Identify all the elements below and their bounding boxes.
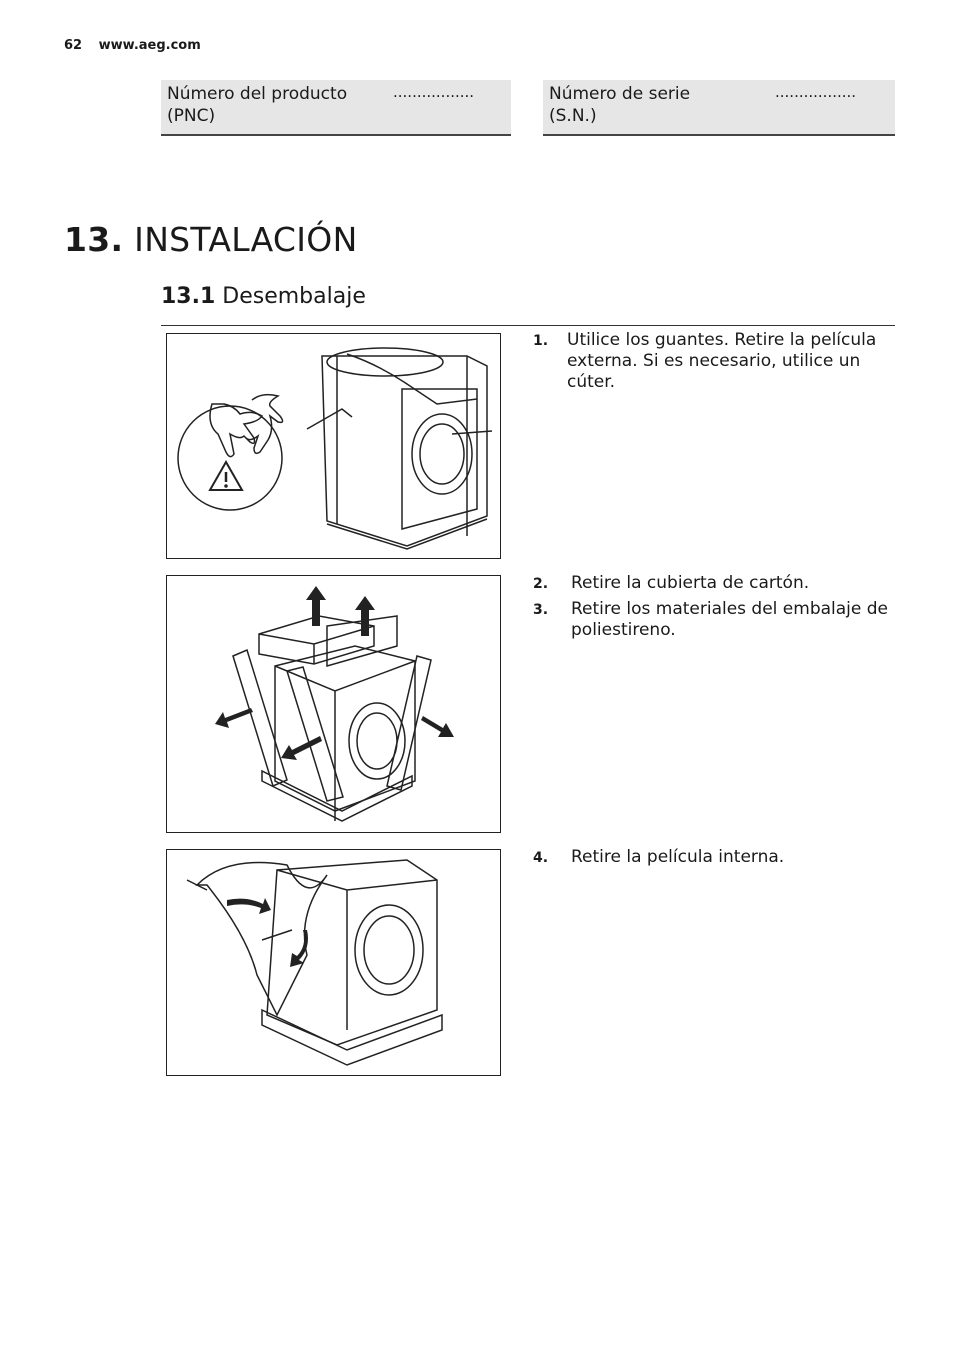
page-number: 62 — [64, 38, 83, 53]
serial-number-field: Número de serie (S.N.) ................. — [543, 80, 895, 136]
product-number-label-abbr: (PNC) — [167, 106, 216, 126]
step-3: 3. Retire los materiales del embalaje de… — [533, 599, 888, 641]
product-number-label: Número del producto — [167, 84, 348, 104]
serial-number-label-abbr: (S.N.) — [549, 106, 597, 126]
subsection-title: 13.1 Desembalaje — [161, 284, 366, 309]
figure-gloves-film — [166, 333, 501, 559]
step-number: 1. — [533, 333, 549, 349]
step-2: 2. Retire la cubierta de cartón. — [533, 573, 888, 594]
divider — [161, 325, 895, 326]
subsection-title-text: Desembalaje — [222, 284, 366, 309]
step-1: 1. Utilice los guantes. Retire la pelícu… — [533, 330, 888, 393]
step-text: Utilice los guantes. Retire la película … — [567, 330, 877, 392]
website-link[interactable]: www.aeg.com — [98, 38, 201, 53]
figure-remove-packaging — [166, 575, 501, 833]
step-text: Retire la película interna. — [571, 847, 785, 867]
product-number-placeholder: ................. — [393, 83, 475, 101]
step-number: 2. — [533, 576, 549, 592]
serial-number-label: Número de serie — [549, 84, 691, 104]
section-title-text: INSTALACIÓN — [134, 220, 358, 259]
remove-packaging-illustration — [215, 586, 454, 822]
serial-number-placeholder: ................. — [775, 83, 857, 101]
gloves-warning-illustration — [177, 347, 493, 550]
step-number: 3. — [533, 602, 549, 618]
subsection-number: 13.1 — [161, 284, 216, 309]
figure-remove-inner-film — [166, 849, 501, 1076]
product-number-field: Número del producto (PNC) ..............… — [161, 80, 511, 136]
step-text: Retire la cubierta de cartón. — [571, 573, 810, 593]
step-text: Retire los materiales del embalaje de po… — [571, 599, 889, 640]
remove-inner-film-illustration — [186, 859, 443, 1066]
step-number: 4. — [533, 850, 549, 866]
step-4: 4. Retire la película interna. — [533, 847, 888, 868]
section-number: 13. — [64, 220, 124, 259]
section-title: 13. INSTALACIÓN — [64, 220, 358, 259]
page-header: 62 www.aeg.com — [64, 38, 213, 53]
